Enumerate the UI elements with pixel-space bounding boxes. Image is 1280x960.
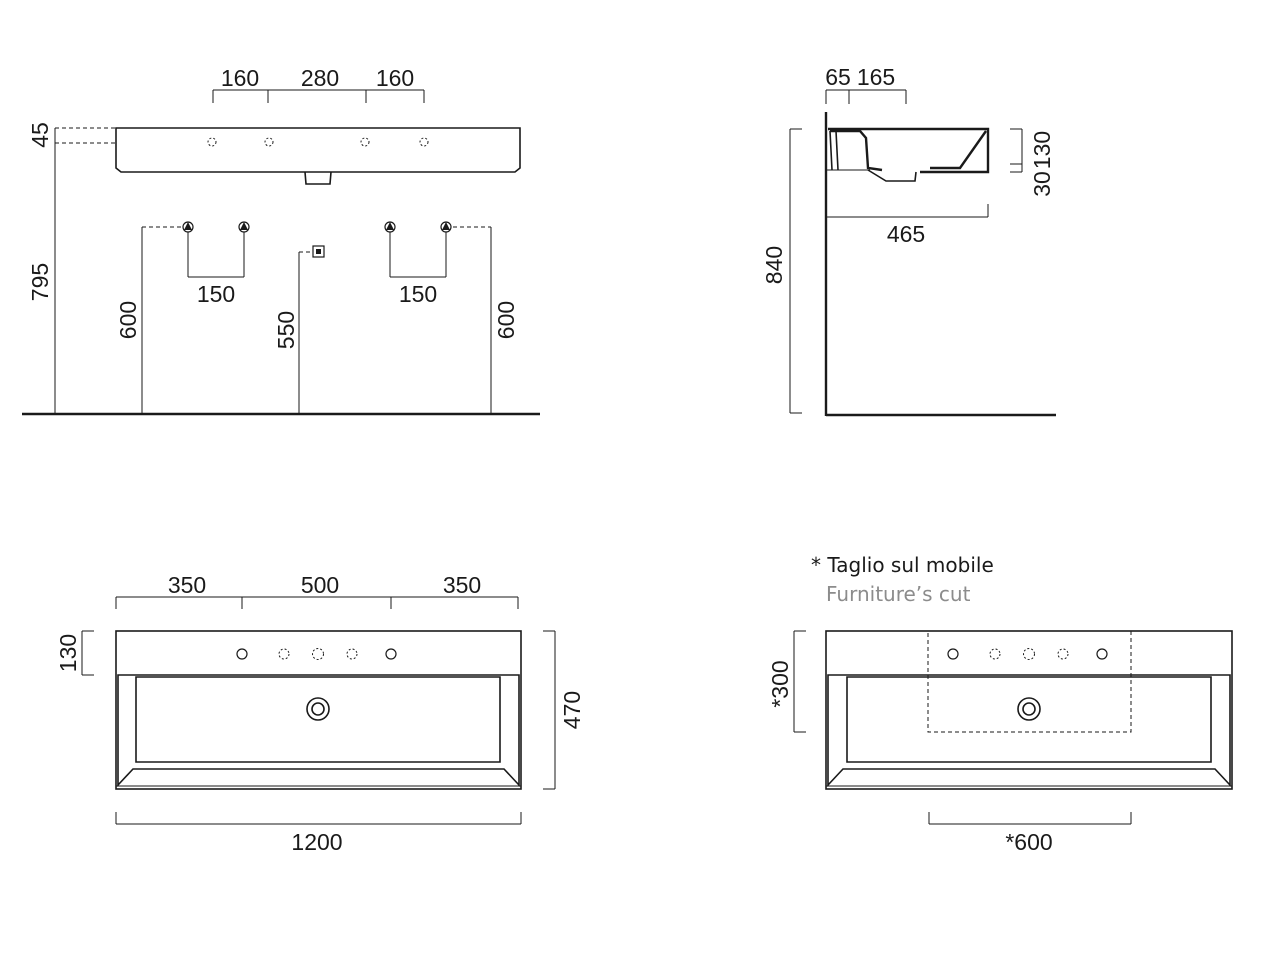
front-dim-45: 45 [27,122,53,148]
cut-dim-600: *600 [1005,829,1052,855]
top-drain-inner [311,702,325,716]
top-dim-130: 130 [55,634,81,672]
top-view: 350 500 350 130 470 1200 [55,572,585,855]
cut-basin-rim [827,674,1231,788]
front-dim-550: 550 [273,311,299,349]
side-dim-65: 65 [825,64,851,90]
cut-note-english: Furniture’s cut [826,582,971,606]
basin-section-outer [828,127,990,174]
top-tap-hole-4 [346,648,358,660]
front-dim-600-left: 600 [115,301,141,339]
top-dim-350-left: 350 [168,572,206,598]
top-dim-470: 470 [559,691,585,729]
cut-tap-hole-3 [1023,648,1035,660]
tap-hole-4 [419,137,429,147]
side-dim-840: 840 [761,246,787,284]
top-tap-hole-1 [236,648,248,660]
top-dim-1200: 1200 [291,829,342,855]
top-dim-350-right: 350 [443,572,481,598]
side-dim-30: 30 [1029,171,1055,197]
top-basin-bowl [135,676,501,763]
side-dim-465: 465 [887,221,925,247]
cut-note-italian: * Taglio sul mobile [811,553,994,577]
top-tap-hole-2 [278,648,290,660]
drain-spout [304,171,332,185]
side-view: 65 165 130 30 465 840 [761,64,1056,417]
basin-section-inner [830,129,883,172]
side-dim-130: 130 [1029,131,1055,169]
cut-dim-300: *300 [767,660,793,707]
front-dim-160-left: 160 [221,65,259,91]
top-basin-rim [117,674,520,788]
cut-tap-hole-4 [1057,648,1069,660]
front-dim-160-right: 160 [376,65,414,91]
cut-tap-hole-2 [989,648,1001,660]
top-dim-500: 500 [301,572,339,598]
cut-drain-inner [1022,702,1036,716]
front-dim-600-right: 600 [493,301,519,339]
top-tap-hole-3 [312,648,324,660]
cut-basin-bowl [846,676,1212,763]
top-drain-outer [306,697,330,721]
front-dim-150-right: 150 [399,281,437,307]
tap-hole-1 [207,137,217,147]
front-dim-795: 795 [27,263,53,301]
front-dim-150-left: 150 [197,281,235,307]
side-dim-165: 165 [857,64,895,90]
cut-drain-outer [1017,697,1041,721]
tap-hole-3 [360,137,370,147]
basin-front-outline [115,127,521,173]
cut-view: * Taglio sul mobile Furniture’s cut *300… [767,553,1233,855]
top-basin-outline [115,630,522,790]
cut-outline-dashed [927,630,1132,733]
tap-hole-2 [264,137,274,147]
front-dim-280: 280 [301,65,339,91]
cut-tap-hole-5 [1096,648,1108,660]
cut-tap-hole-1 [947,648,959,660]
top-tap-hole-5 [385,648,397,660]
basin-drain-section [867,169,917,182]
front-view: 160 280 160 45 795 150 600 550 [22,65,540,416]
